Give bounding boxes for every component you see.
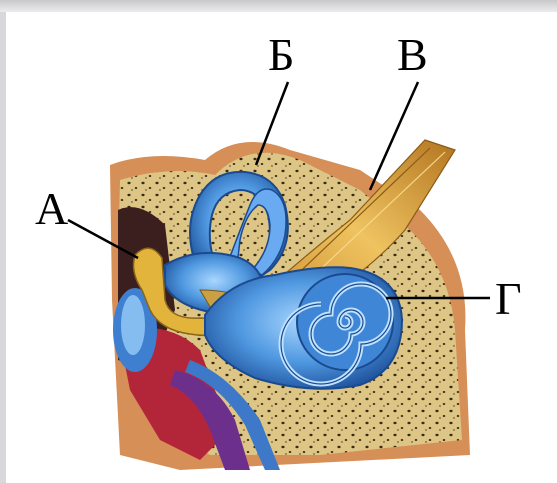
label-g: Г — [495, 276, 522, 322]
label-a: А — [35, 186, 68, 232]
label-v: В — [397, 32, 428, 78]
label-b: Б — [268, 32, 294, 78]
